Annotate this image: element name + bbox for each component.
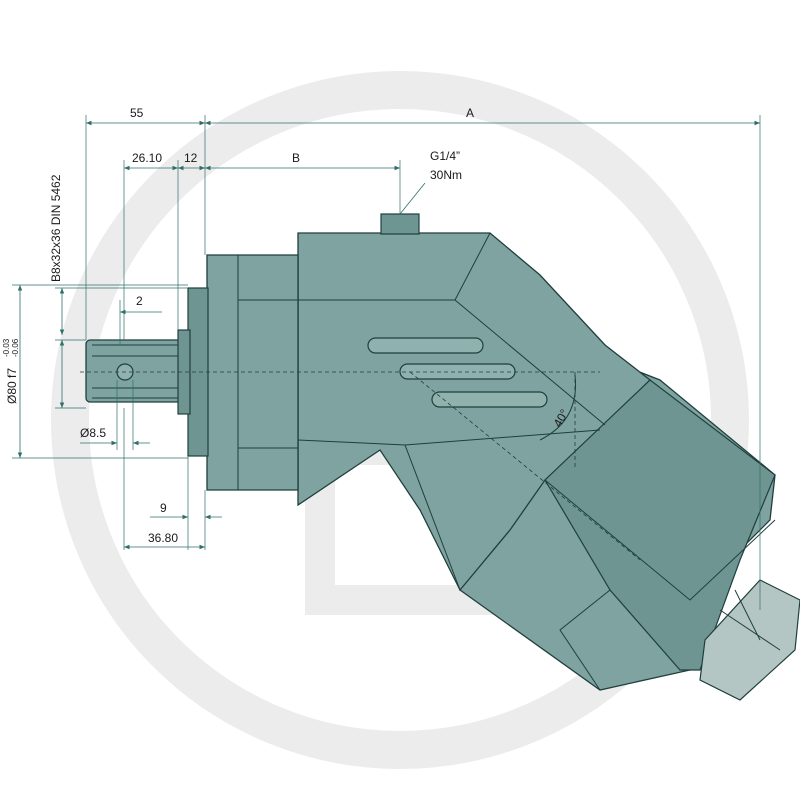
dim-26-10-label: 26.10 (132, 151, 162, 165)
tolerance-upper-label: -0.03 (2, 338, 11, 357)
dimension-labels: 55 A 26.10 12 B G1/4” 30Nm B8x32x36 DIN … (2, 106, 572, 545)
dim-55-label: 55 (130, 106, 144, 120)
dim-2-label: 2 (136, 294, 143, 308)
spline-spec-label: B8x32x36 DIN 5462 (49, 174, 63, 282)
shaft-dia-label: Ø80 f7 (5, 368, 19, 404)
port-boss (380, 213, 420, 235)
pump-body (80, 213, 800, 701)
hole-dia-label: Ø8.5 (80, 426, 106, 440)
port-torque-label: 30Nm (430, 168, 462, 182)
dim-a-label: A (466, 106, 474, 120)
tolerance-lower-label: -0.06 (11, 338, 20, 357)
dim-9-label: 9 (160, 501, 167, 515)
port-thread-label: G1/4” (430, 149, 460, 163)
dim-12-label: 12 (184, 151, 198, 165)
dim-36-80-label: 36.80 (148, 531, 178, 545)
dimension-lines (12, 115, 761, 610)
dim-b-label: B (292, 151, 300, 165)
